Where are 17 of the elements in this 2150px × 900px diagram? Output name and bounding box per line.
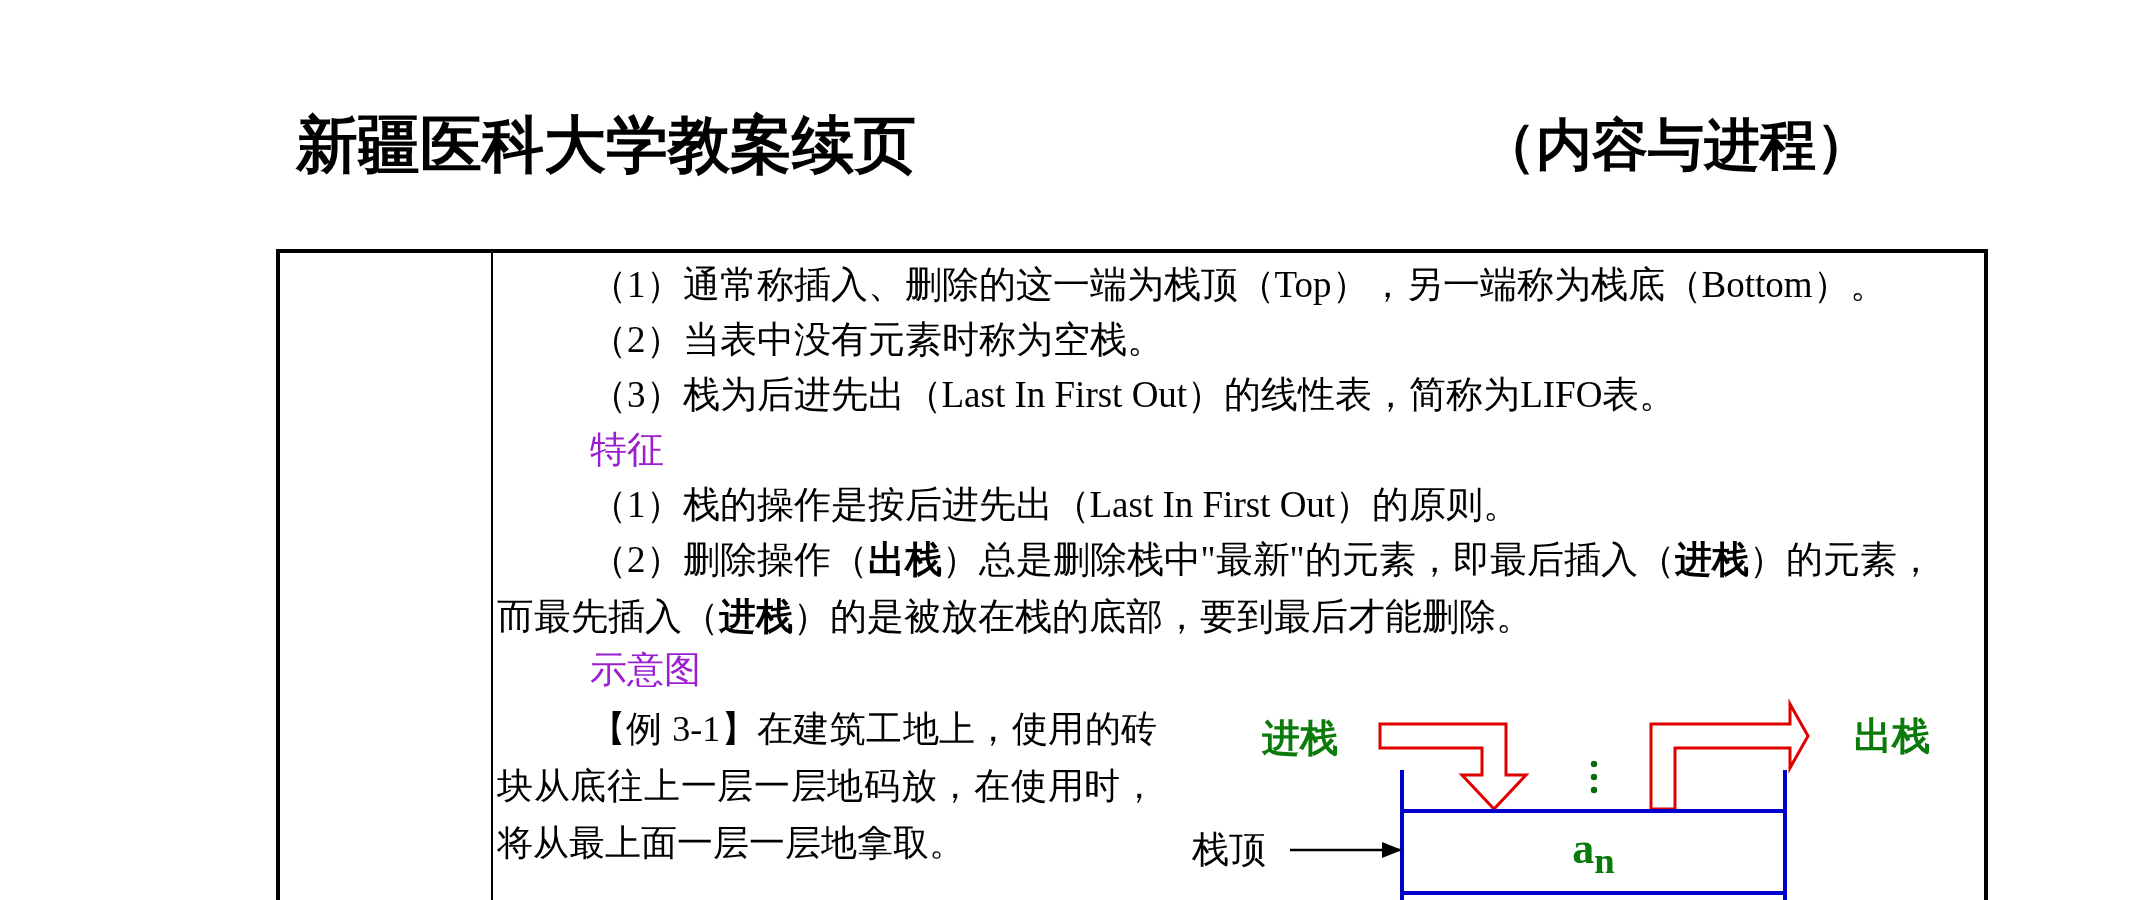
paragraph: （3）栈为后进先出（Last In First Out）的线性表，简称为LIFO表。	[590, 373, 1678, 417]
paragraph: （1）通常称插入、删除的这一端为栈顶（Top），另一端称为栈底（Bottom）。	[590, 263, 1888, 307]
hollow-arrow	[1649, 698, 1810, 811]
hollow-arrow	[1378, 722, 1530, 812]
paragraph: （2）删除操作（出栈）总是删除栈中"最新"的元素，即最后插入（进栈）的元素，而最先插入（进栈）的是被放在栈的底部，要到最后才能删除。	[497, 538, 1935, 639]
section-heading: 特征	[590, 428, 665, 472]
page-title: 新疆医科大学教案续页	[296, 110, 916, 181]
paragraph: 【例 3-1】在建筑工地上，使用的砖块从底往上一层一层地码放，在使用时，将从最上面一层一层地拿取。	[497, 708, 1157, 865]
paragraph: （1）栈的操作是按后进先出（Last In First Out）的原则。	[590, 483, 1522, 527]
section-heading: 示意图	[590, 648, 702, 692]
paragraph: （2）当表中没有元素时称为空栈。	[590, 318, 1165, 362]
operation-label: 进栈	[1262, 712, 1380, 764]
operation-label: 出栈	[1808, 710, 1930, 762]
page-subtitle: （内容与进程）	[1480, 113, 1860, 178]
arrow	[1290, 842, 1402, 858]
stack-cell: a$_{n}$	[1400, 809, 1787, 895]
pointer-label: 栈顶	[1192, 824, 1290, 876]
